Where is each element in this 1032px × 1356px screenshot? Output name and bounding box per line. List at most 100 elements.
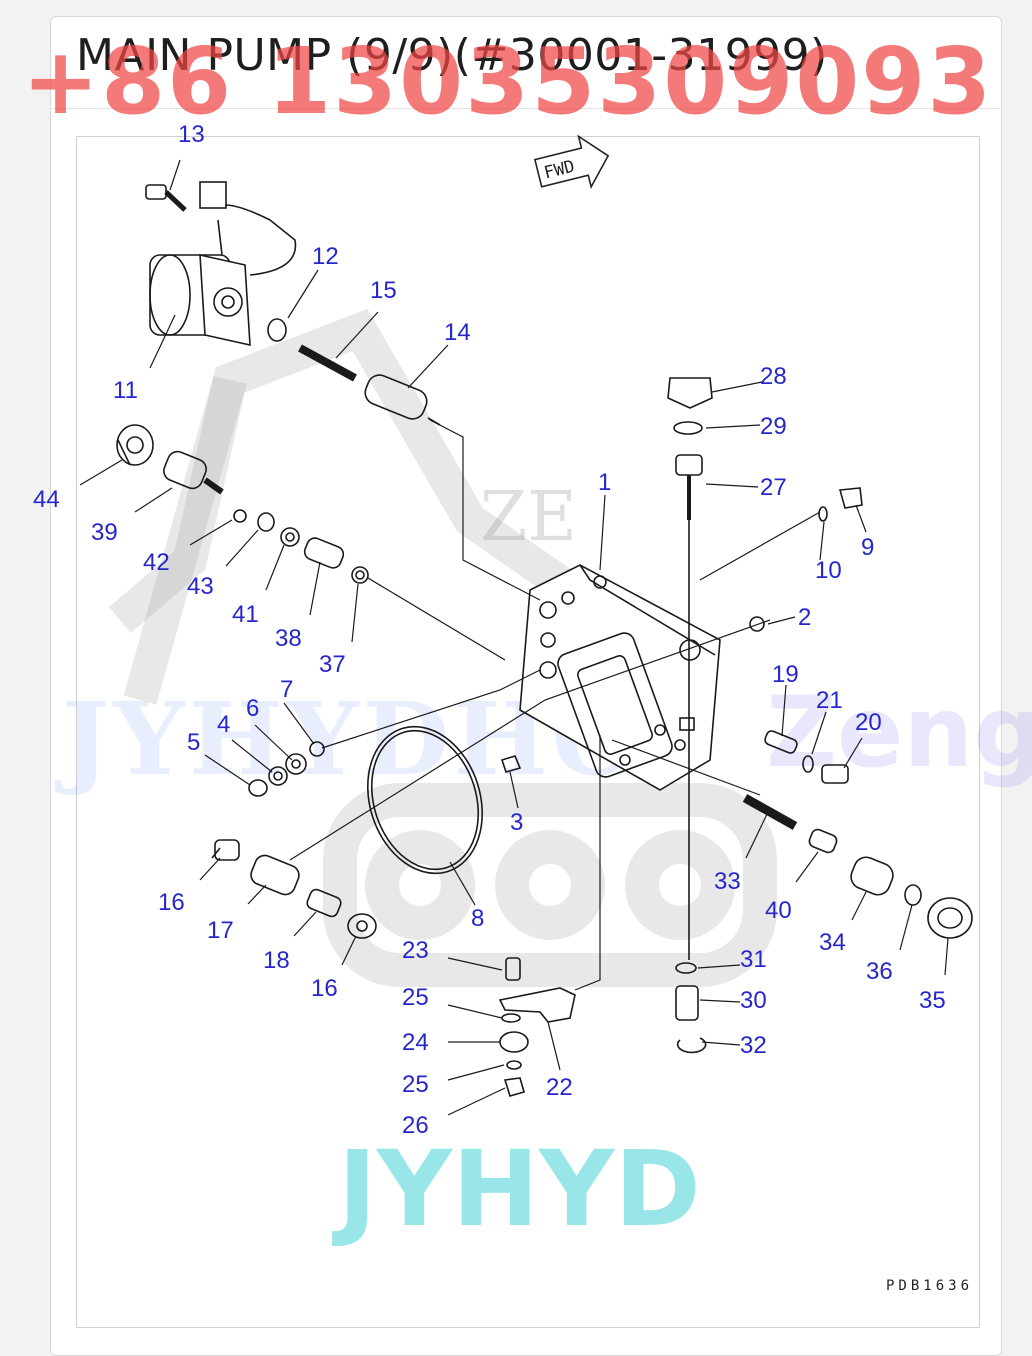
callout-12: 12 [312, 243, 339, 270]
callout-3: 3 [510, 809, 523, 836]
callout-36: 36 [866, 958, 893, 985]
o-ring-8 [366, 725, 484, 875]
bolt-23-part [505, 957, 521, 981]
seat-37 [351, 566, 369, 584]
callout-28: 28 [760, 363, 787, 390]
callout-18: 18 [263, 947, 290, 974]
o-ring-29 [673, 421, 703, 435]
pin-19-part [764, 730, 798, 754]
excavator-watermark-icon [108, 308, 777, 987]
o-ring-5 [248, 779, 268, 797]
pump-housing-part [519, 564, 721, 791]
callout-38: 38 [275, 625, 302, 652]
plug-35-part [927, 897, 973, 939]
callout-7: 7 [280, 676, 293, 703]
o-ring-36 [904, 884, 922, 906]
callout-31: 31 [740, 946, 767, 973]
watermark-logo-text: ZE [480, 478, 577, 557]
o-ring-43 [257, 512, 275, 532]
callout-37: 37 [319, 651, 346, 678]
callout-labels: 13 12 15 14 11 44 39 42 43 41 38 37 28 2… [33, 121, 946, 1139]
spring-38-part [303, 537, 345, 569]
adjust-screw-39-part [163, 450, 224, 495]
callout-4: 4 [217, 711, 230, 738]
callout-6: 6 [246, 695, 259, 722]
nut-26-part [503, 1077, 525, 1097]
lever-22-part [498, 987, 576, 1023]
callout-42: 42 [143, 549, 170, 576]
plug-16b-part [347, 913, 377, 939]
piston-18-part [306, 888, 342, 918]
callout-5: 5 [187, 729, 200, 756]
callout-20: 20 [855, 709, 882, 736]
seat-4 [268, 766, 288, 786]
ring-6 [285, 753, 307, 775]
callout-35: 35 [919, 987, 946, 1014]
nut-44-part [116, 424, 154, 466]
callout-9: 9 [861, 534, 874, 561]
fwd-arrow-icon: FWD [533, 134, 610, 190]
spring-40-part [808, 828, 838, 854]
nut-28-part [667, 377, 713, 409]
washer-42 [233, 509, 247, 523]
leader-lines [79, 159, 949, 1116]
watermark-brand: JYHYD [338, 1128, 701, 1250]
callout-27: 27 [760, 474, 787, 501]
callout-16-left: 16 [158, 889, 185, 916]
callout-44: 44 [33, 486, 60, 513]
plug-20-part [821, 764, 849, 784]
callout-8: 8 [471, 905, 484, 932]
callout-1: 1 [598, 469, 611, 496]
plug-9-part [838, 487, 863, 509]
callout-34: 34 [819, 929, 846, 956]
solenoid-part [149, 181, 297, 347]
callout-26: 26 [402, 1112, 429, 1139]
callout-11: 11 [113, 377, 138, 404]
bolt-13-part [145, 184, 187, 212]
callout-22: 22 [546, 1074, 573, 1101]
callout-25-lower: 25 [402, 1071, 429, 1098]
callout-2: 2 [798, 604, 811, 631]
washer-25b [506, 1060, 522, 1070]
ring-41 [280, 527, 300, 547]
o-ring-31 [675, 962, 697, 974]
sleeve-30-part [675, 985, 699, 1021]
callout-30: 30 [740, 987, 767, 1014]
spring-17-part [250, 854, 300, 896]
o-ring-21 [802, 755, 814, 773]
callout-17: 17 [207, 917, 234, 944]
cam-24-part [499, 1031, 529, 1053]
callout-13: 13 [178, 121, 205, 148]
callout-19: 19 [772, 661, 799, 688]
o-ring-12 [267, 318, 287, 342]
watermark-phone: +86 13035309093 [22, 28, 994, 135]
plug-7 [309, 741, 325, 757]
callout-21: 21 [816, 687, 843, 714]
spool-15-part [298, 344, 357, 382]
title-divider [50, 108, 1002, 109]
callout-33: 33 [714, 868, 741, 895]
page-title: MAIN PUMP (9/9)(#30001-31999) [76, 30, 828, 81]
callout-25-upper: 25 [402, 984, 429, 1011]
callout-29: 29 [760, 413, 787, 440]
callout-43: 43 [187, 573, 214, 600]
callout-24: 24 [402, 1029, 429, 1056]
plug-16a-part [211, 839, 240, 861]
callout-16-right: 16 [311, 975, 338, 1002]
callout-39: 39 [91, 519, 118, 546]
callout-40: 40 [765, 897, 792, 924]
drawing-code: PDB1636 [886, 1278, 974, 1294]
sleeve-34-part [850, 856, 894, 896]
o-ring-10 [818, 506, 828, 522]
plug-3 [500, 755, 522, 773]
washer-25a [501, 1013, 521, 1023]
callout-23: 23 [402, 937, 429, 964]
callout-10: 10 [815, 557, 842, 584]
spool-33-part [742, 794, 798, 830]
callout-15: 15 [370, 277, 397, 304]
snap-ring-32 [676, 1037, 707, 1054]
callout-41: 41 [232, 601, 259, 628]
callout-14: 14 [444, 319, 471, 346]
plug-2 [749, 616, 765, 632]
